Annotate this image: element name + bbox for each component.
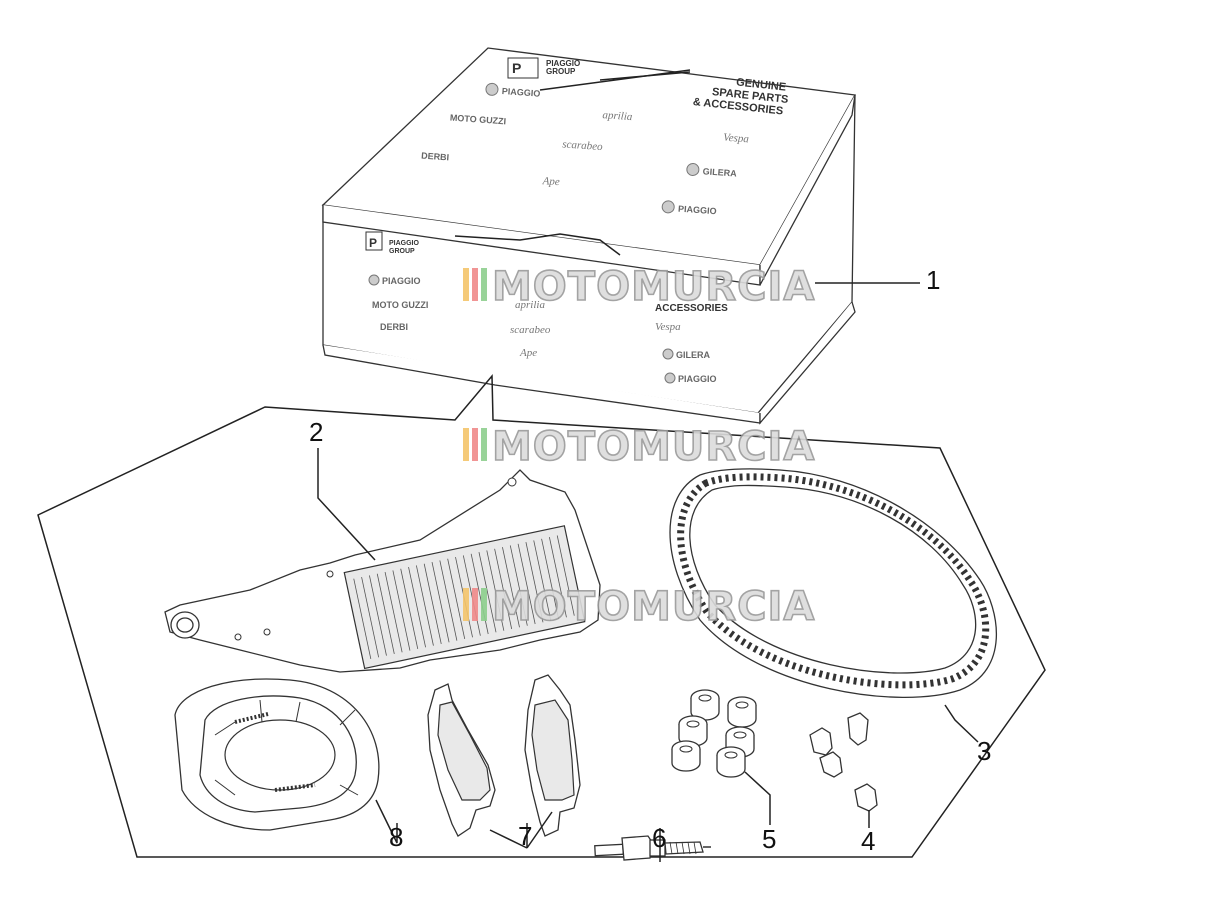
kit-box: P PIAGGIO GROUP GENUINE SPARE PARTS & AC… [321, 47, 857, 425]
callout-1: 1 [926, 265, 940, 295]
lid-brand-4: MOTO GUZZI [450, 112, 507, 126]
box-header-line1: GENUINE [736, 76, 787, 93]
side-brand-5: scarabeo [510, 324, 551, 336]
side-brand-line2: GROUP [389, 248, 415, 255]
callout-2: 2 [309, 417, 323, 447]
callout-3: 3 [977, 736, 991, 766]
lid-brand-7: DERBI [421, 151, 450, 163]
variator-rollers [671, 689, 757, 778]
callout-8: 8 [389, 822, 403, 852]
watermark-3: MOTOMURCIA [463, 583, 815, 631]
side-brand-2: MOTO GUZZI [372, 300, 428, 310]
watermark-2: MOTOMURCIA [463, 423, 815, 471]
drive-belt [669, 468, 998, 698]
air-filter [164, 469, 601, 673]
lid-brand-6: GILERA [702, 166, 737, 178]
brake-shoes [174, 678, 380, 831]
side-brand-8: GILERA [676, 350, 711, 360]
spark-plug [594, 835, 711, 861]
callout-4: 4 [861, 826, 875, 856]
callout-5: 5 [762, 824, 776, 854]
side-brand-4: aprilia [515, 299, 545, 311]
kit-outline [37, 373, 1046, 858]
leader-lines [317, 282, 979, 862]
lid-brand-5: scarabeo [562, 138, 604, 153]
side-brand-line1: PIAGGIO [389, 240, 420, 247]
svg-text:P: P [369, 236, 377, 250]
lid-brand-9: PIAGGIO [678, 204, 717, 217]
watermark-text-2: MOTOMURCIA [492, 424, 815, 470]
box-header-brand-1: PIAGGIO [546, 59, 580, 68]
lid-brand-2: aprilia [602, 109, 633, 123]
callout-6: 6 [652, 823, 666, 853]
side-brand-9: PIAGGIO [678, 374, 717, 384]
side-brand-1: PIAGGIO [382, 276, 421, 286]
watermark-text-3: MOTOMURCIA [492, 584, 815, 630]
side-accessories-text: ACCESSORIES [655, 303, 728, 314]
svg-text:P: P [512, 60, 521, 76]
lid-brand-8: Ape [541, 175, 560, 188]
lid-brand-3: Vespa [723, 132, 750, 146]
variator-sliders [809, 712, 878, 812]
side-brand-6: Ape [519, 347, 537, 359]
side-brand-7: Vespa [655, 321, 681, 333]
box-header-brand-2: GROUP [546, 67, 576, 76]
callout-7: 7 [518, 821, 532, 851]
side-brand-3: DERBI [380, 322, 408, 332]
lid-brand-1: PIAGGIO [502, 86, 541, 99]
brake-pads [427, 674, 581, 837]
watermark-1: MOTOMURCIA [463, 263, 815, 311]
watermark-text-1: MOTOMURCIA [492, 264, 815, 310]
